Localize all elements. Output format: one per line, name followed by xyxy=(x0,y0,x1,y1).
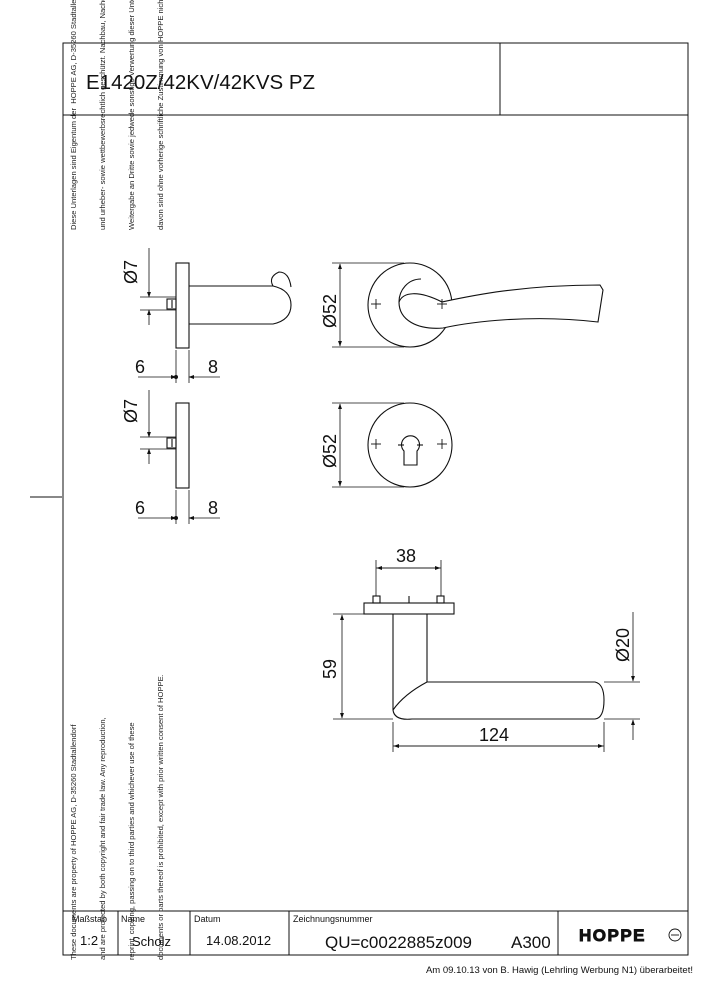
drawing-number-label: Zeichnungsnummer xyxy=(293,914,373,924)
dim-diam52-top: Ø52 xyxy=(320,294,340,328)
dim-diam7-bottom: Ø7 xyxy=(121,399,141,423)
legal-note-de-line: Diese Unterlagen sind Eigentum der HOPPE… xyxy=(69,0,79,230)
hoppe-logo: HOPPE xyxy=(579,926,682,945)
dim-diam52-bottom: Ø52 xyxy=(320,434,340,468)
dim-lines-diam52-bottom xyxy=(332,402,404,488)
dim-38: 38 xyxy=(396,546,416,566)
legal-note-en-line: documents or parts thereof is prohibited… xyxy=(155,674,165,960)
format-value: A300 xyxy=(511,933,551,952)
screw-marks-middle xyxy=(371,439,447,449)
dim-6-top: 6 xyxy=(135,357,145,377)
scale-value: 1:2 xyxy=(80,933,98,948)
title-block-grid xyxy=(63,910,688,955)
legal-note-en-line: These documents are property of HOPPE AG… xyxy=(69,724,79,960)
name-value: Scholz xyxy=(132,934,171,949)
legal-note-de-line: und urheber- sowie wettbewerbsrechtlich … xyxy=(97,0,107,230)
dim-diam20: Ø20 xyxy=(613,628,633,662)
dim-lines-bottom xyxy=(333,560,640,752)
screw-marks-top xyxy=(371,299,447,309)
drawing-number-value: QU=c0022885z009 xyxy=(325,933,472,952)
dim-lines-middle xyxy=(138,390,220,524)
legal-note-english: These documents are property of HOPPE AG… xyxy=(50,674,175,960)
legal-note-en-line: and are protected by both copyright and … xyxy=(97,717,107,960)
revision-note: Am 09.10.13 von B. Hawig (Lehrling Werbu… xyxy=(425,965,693,976)
date-label: Datum xyxy=(194,914,221,924)
legal-note-de-line: Weitergabe an Dritte sowie jedwede sonst… xyxy=(126,0,136,230)
legal-note-en-line: reprint, copying, passing on to third pa… xyxy=(126,722,136,960)
side-view-lever xyxy=(166,262,292,349)
date-value: 14.08.2012 xyxy=(206,933,271,948)
front-view-escutcheon xyxy=(367,402,453,488)
front-view-lever xyxy=(367,262,604,348)
svg-text:HOPPE: HOPPE xyxy=(579,926,646,945)
legal-note-de-line: davon sind ohne vorherige schriftliche Z… xyxy=(155,0,165,230)
dim-lines-diam52-top xyxy=(332,262,404,348)
dim-8-bottom: 8 xyxy=(208,498,218,518)
dim-8-top: 8 xyxy=(208,357,218,377)
dim-6-bottom: 6 xyxy=(135,498,145,518)
side-view-escutcheon xyxy=(166,402,190,489)
drawing-frame xyxy=(30,42,689,956)
dim-lines-top xyxy=(138,248,220,383)
name-label: Name xyxy=(121,914,145,924)
dim-59: 59 xyxy=(320,659,340,679)
drawing-title: E1420Z/42KV/42KVS PZ xyxy=(86,71,315,94)
top-view-lever xyxy=(363,595,605,720)
dim-124: 124 xyxy=(479,725,509,745)
dim-diam7-top: Ø7 xyxy=(121,260,141,284)
scale-label: Maßstab xyxy=(72,914,107,924)
legal-note-german: Diese Unterlagen sind Eigentum der HOPPE… xyxy=(50,0,175,230)
